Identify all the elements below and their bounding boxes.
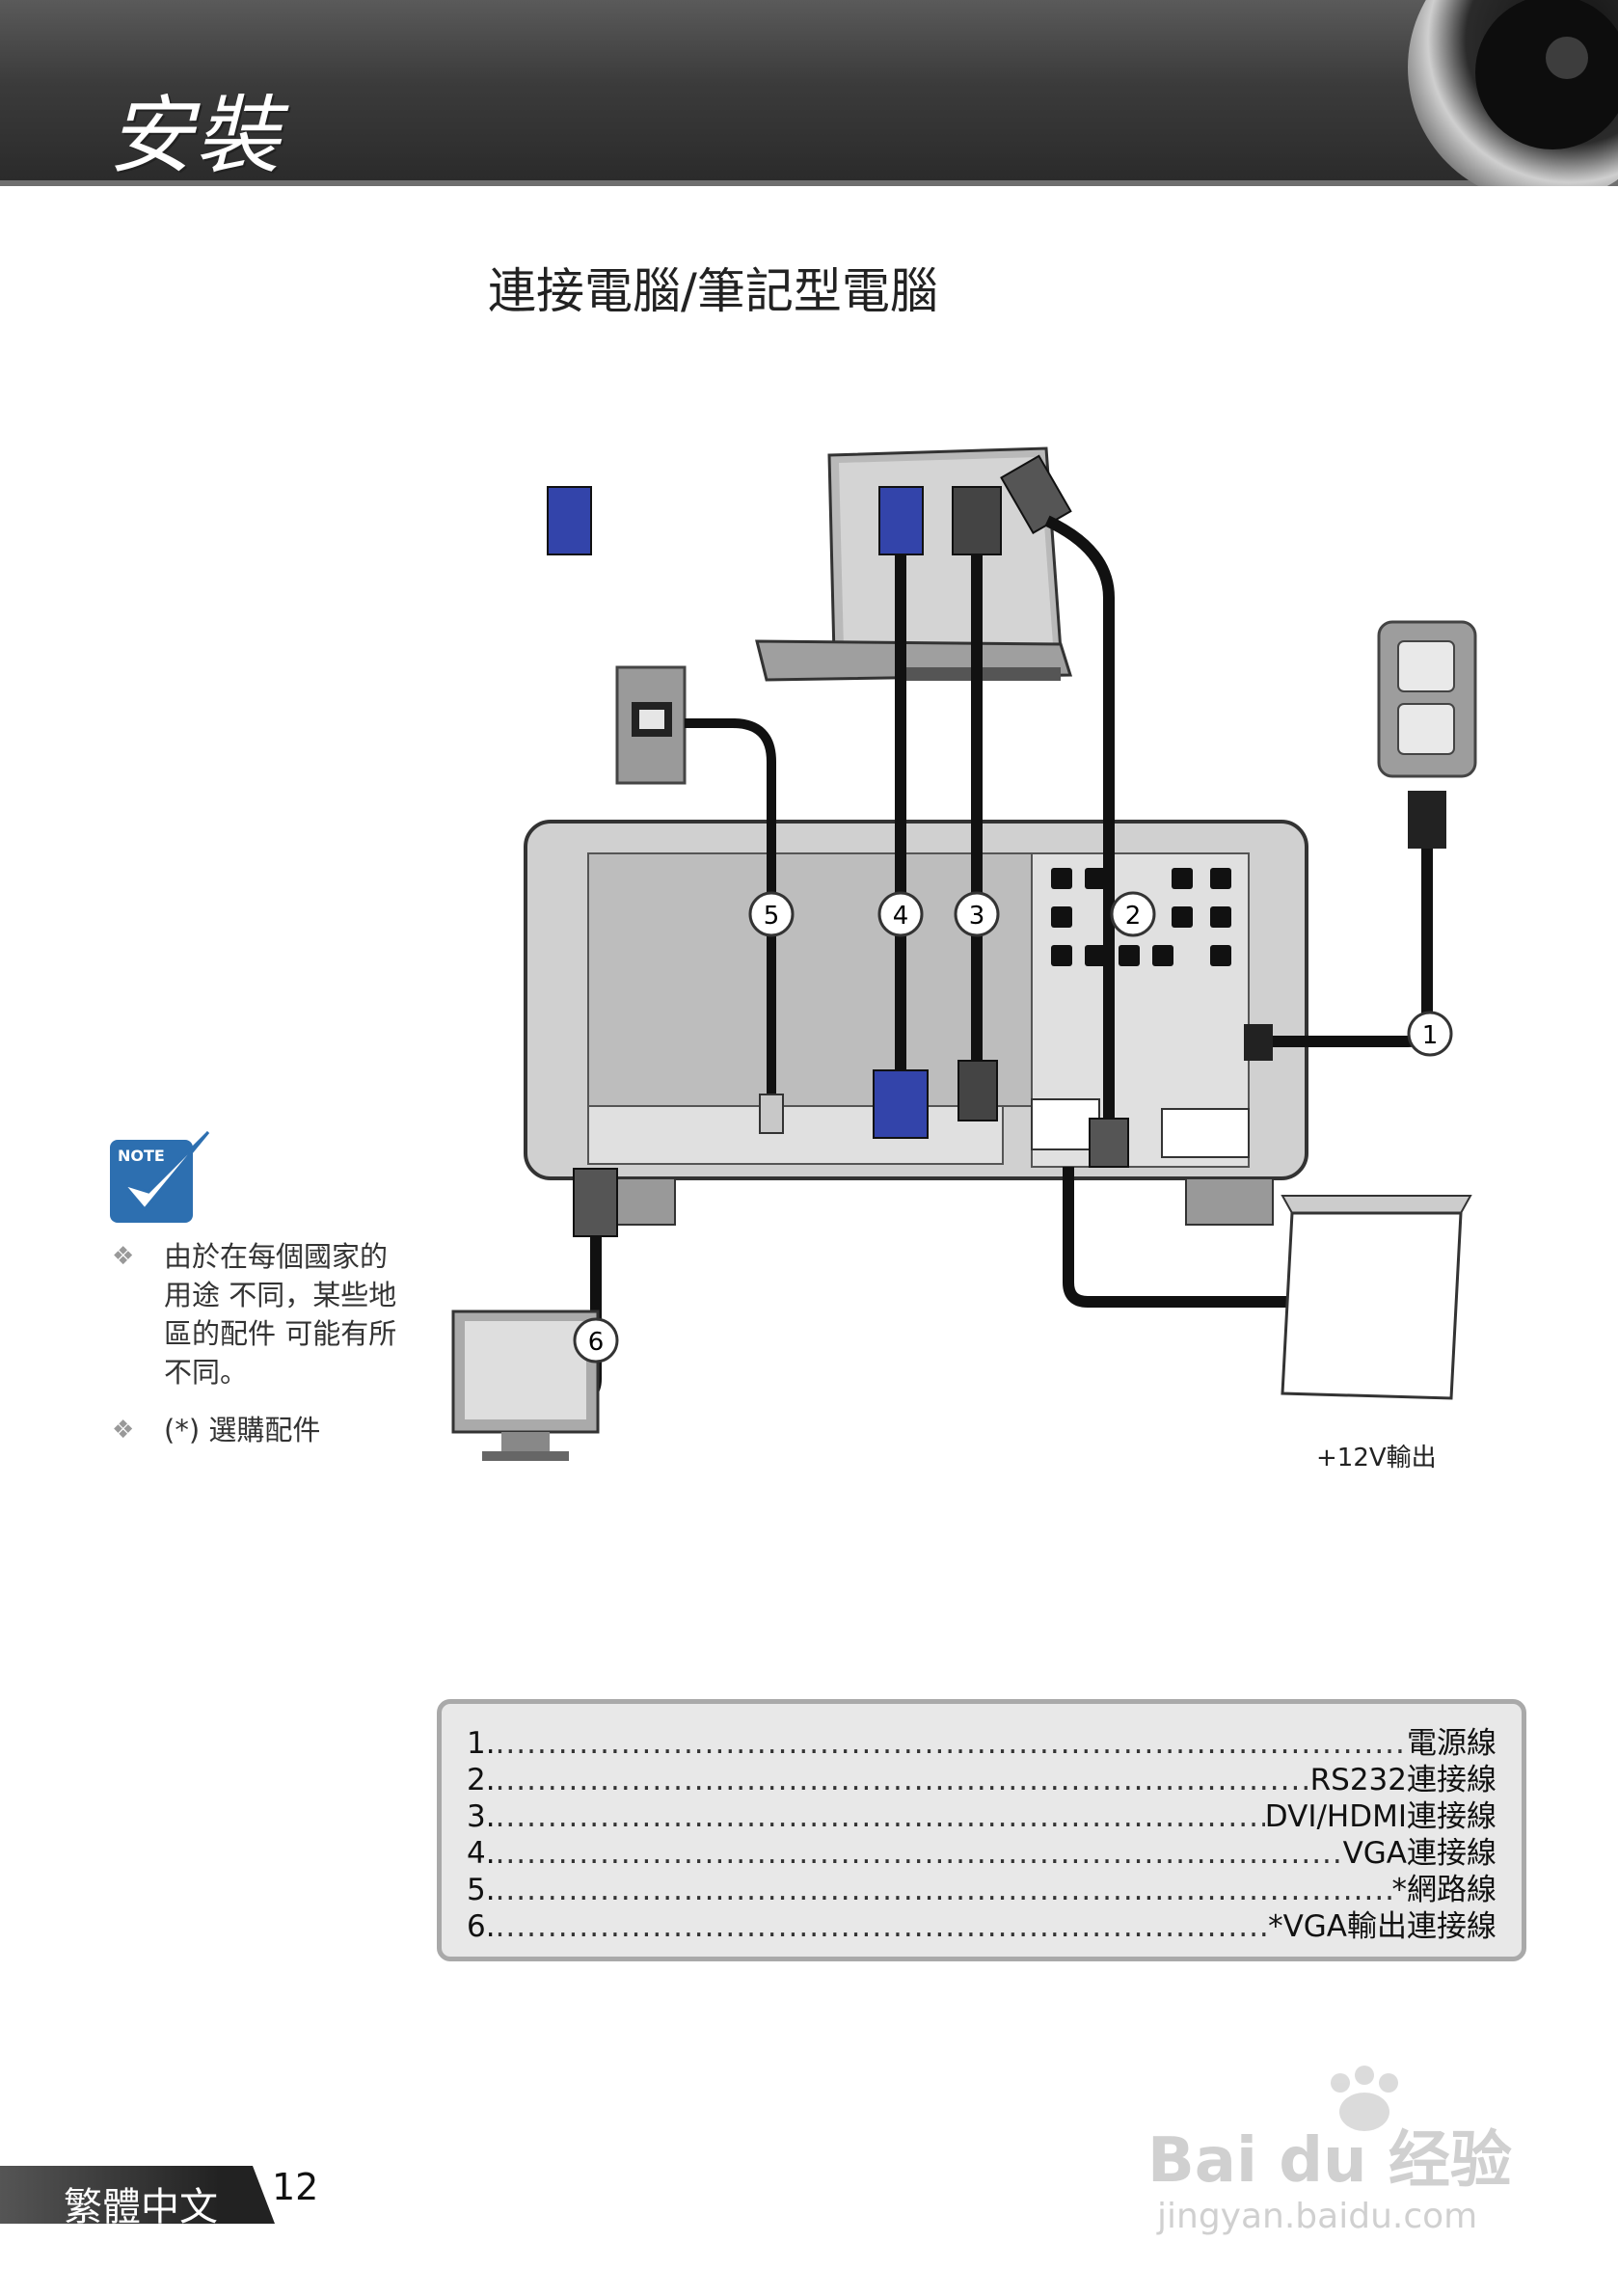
diamond-bullet-icon: ❖ <box>112 1242 135 1271</box>
callout-4: 4 <box>877 891 924 937</box>
note-icon: NOTE <box>110 1130 210 1223</box>
svg-text:3: 3 <box>969 902 985 931</box>
header-band <box>0 0 1618 186</box>
monitor-illustration <box>451 1310 600 1461</box>
power-wall-outlet <box>1377 620 1477 778</box>
diamond-bullet-icon: ❖ <box>112 1416 135 1445</box>
svg-text:Bai du 经验: Bai du 经验 <box>1147 2125 1512 2197</box>
page-number: 12 <box>272 2166 319 2208</box>
note-list: ❖ 由於在每個國家的 用途 不同，某些地區的配件 可能有所 不同。 ❖ (*) … <box>108 1237 417 1469</box>
projector-rear-panel <box>524 820 1308 1226</box>
legend-row: 5. .....................................… <box>467 1873 1497 1907</box>
lens-graphic <box>1408 0 1618 186</box>
baidu-watermark: Bai du 经验 jingyan.baidu.com <box>1147 2066 1512 2236</box>
legend-row: 2. .....................................… <box>467 1763 1497 1797</box>
legend-row: 6. .....................................… <box>467 1909 1497 1944</box>
legend-row: 1. .....................................… <box>467 1726 1497 1761</box>
network-wall-jack <box>615 665 687 785</box>
note-item: ❖ (*) 選購配件 <box>108 1411 417 1449</box>
svg-text:1: 1 <box>1422 1021 1439 1050</box>
legend-row: 3. .....................................… <box>467 1799 1497 1834</box>
network-cable <box>685 718 784 1134</box>
section-title: 連接電腦/筆記型電腦 <box>488 263 938 319</box>
vga-cable <box>547 486 929 1139</box>
dvi-hdmi-cable <box>952 486 1002 1121</box>
note-item: ❖ 由於在每個國家的 用途 不同，某些地區的配件 可能有所 不同。 <box>108 1237 417 1391</box>
connection-diagram: 1 2 3 4 5 6 +12V輸出 <box>451 446 1477 1472</box>
svg-text:5: 5 <box>764 902 780 931</box>
rs232-cable <box>1000 454 1129 1168</box>
callout-1: 1 <box>1407 1011 1453 1057</box>
svg-text:2: 2 <box>1125 902 1142 931</box>
twelve-volt-cable <box>1063 1167 1311 1308</box>
page-header-title: 安裝 <box>108 86 283 185</box>
callout-6: 6 <box>573 1317 619 1364</box>
svg-text:6: 6 <box>588 1328 605 1357</box>
svg-text:jingyan.baidu.com: jingyan.baidu.com <box>1156 2197 1477 2236</box>
callout-3: 3 <box>954 891 1000 937</box>
svg-text:NOTE: NOTE <box>118 1147 165 1165</box>
note-text: (*) 選購配件 <box>164 1414 321 1446</box>
screen-output-label: +12V輸出 <box>1316 1444 1437 1472</box>
footer-language: 繁體中文 <box>64 2185 218 2229</box>
legend-row: 4. .....................................… <box>467 1836 1497 1871</box>
footer-language-tab <box>0 2166 275 2224</box>
svg-text:4: 4 <box>893 902 909 931</box>
projection-screen <box>1281 1195 1472 1400</box>
note-text: 由於在每個國家的 用途 不同，某些地區的配件 可能有所 不同。 <box>164 1240 397 1389</box>
callout-5: 5 <box>748 891 795 937</box>
callout-2: 2 <box>1110 891 1156 937</box>
cable-legend: 1. .....................................… <box>437 1699 1526 1961</box>
